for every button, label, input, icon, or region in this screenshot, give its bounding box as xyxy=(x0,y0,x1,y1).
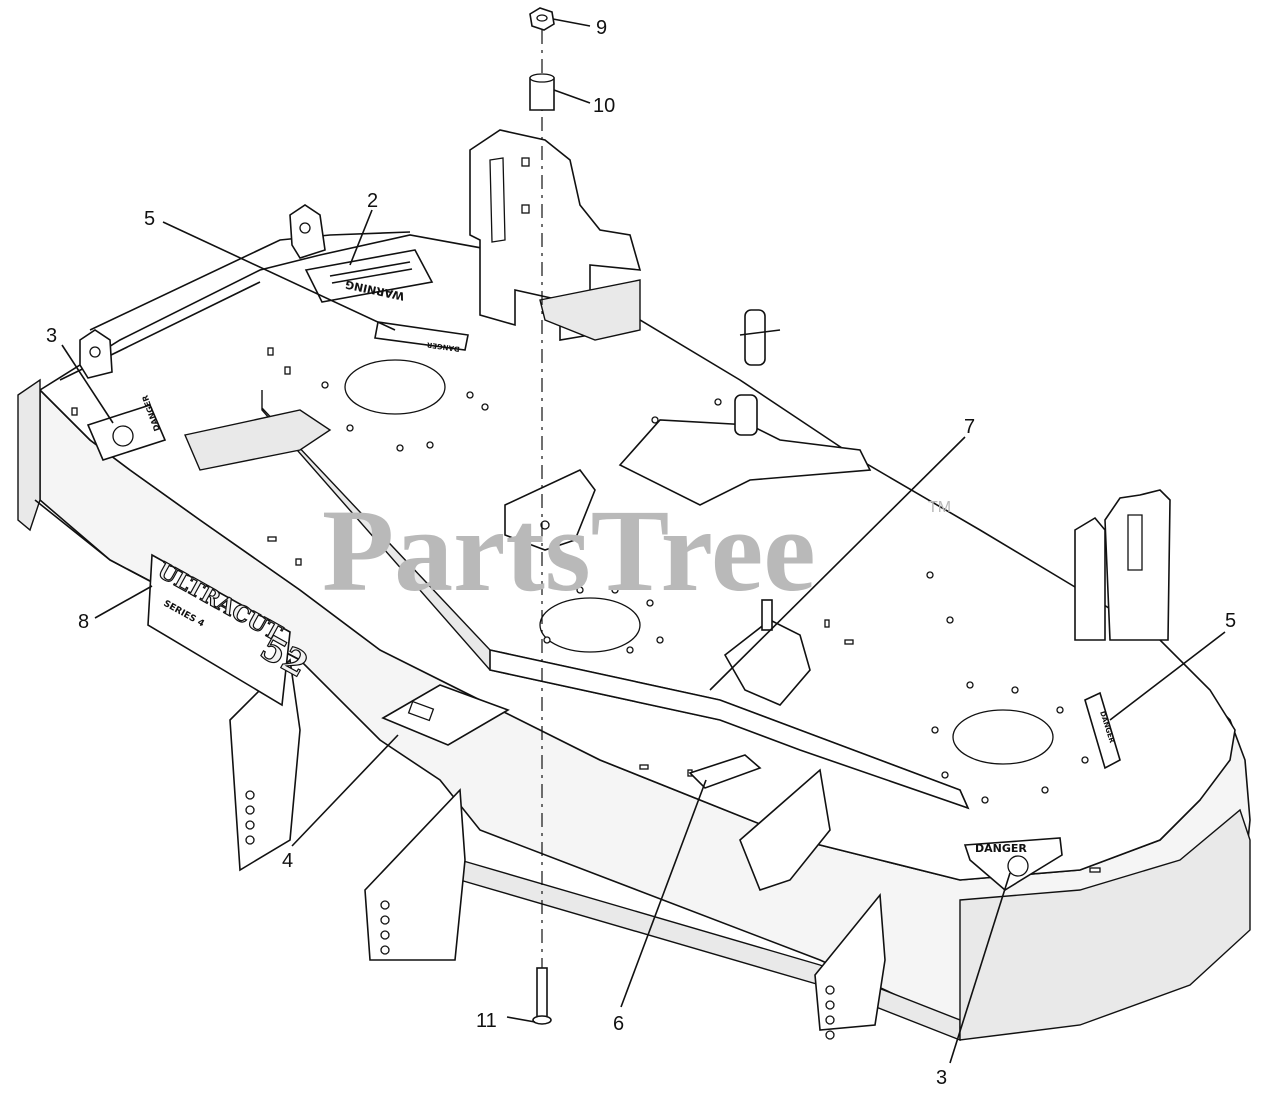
mower-deck xyxy=(17,129,1251,1042)
callout-5-right: 5 xyxy=(1225,610,1236,632)
callout-8: 8 xyxy=(78,611,89,633)
callout-10: 10 xyxy=(593,95,615,117)
watermark: PartsTree TM xyxy=(322,485,951,616)
callout-labels: 9 10 2 5 3 7 5 8 4 6 11 3 xyxy=(46,17,1236,1089)
callout-3-front: 3 xyxy=(936,1067,947,1089)
callout-9: 9 xyxy=(596,17,607,39)
callout-2: 2 xyxy=(367,190,378,212)
center-spindle-hardware xyxy=(529,7,555,1025)
decal-danger-left: DANGER xyxy=(86,394,167,461)
callout-11: 11 xyxy=(476,1010,497,1032)
callout-5-rear: 5 xyxy=(144,208,155,230)
svg-text:DANGER: DANGER xyxy=(975,842,1027,855)
callout-3-left: 3 xyxy=(46,325,57,347)
decal-instruction-6 xyxy=(688,754,762,789)
decal-danger-front: DANGER xyxy=(963,837,1063,891)
callout-6: 6 xyxy=(613,1013,624,1035)
callout-leaders xyxy=(61,18,1226,1064)
decal-danger-strip-rear: DANGER xyxy=(374,321,469,353)
svg-text:TM: TM xyxy=(928,499,951,516)
carriage-bolt xyxy=(536,967,548,1019)
callout-7: 7 xyxy=(964,416,975,438)
spacer xyxy=(529,77,555,111)
decal-instruction-4 xyxy=(381,684,510,746)
svg-text:PartsTree: PartsTree xyxy=(322,485,816,616)
callout-4: 4 xyxy=(282,850,293,872)
